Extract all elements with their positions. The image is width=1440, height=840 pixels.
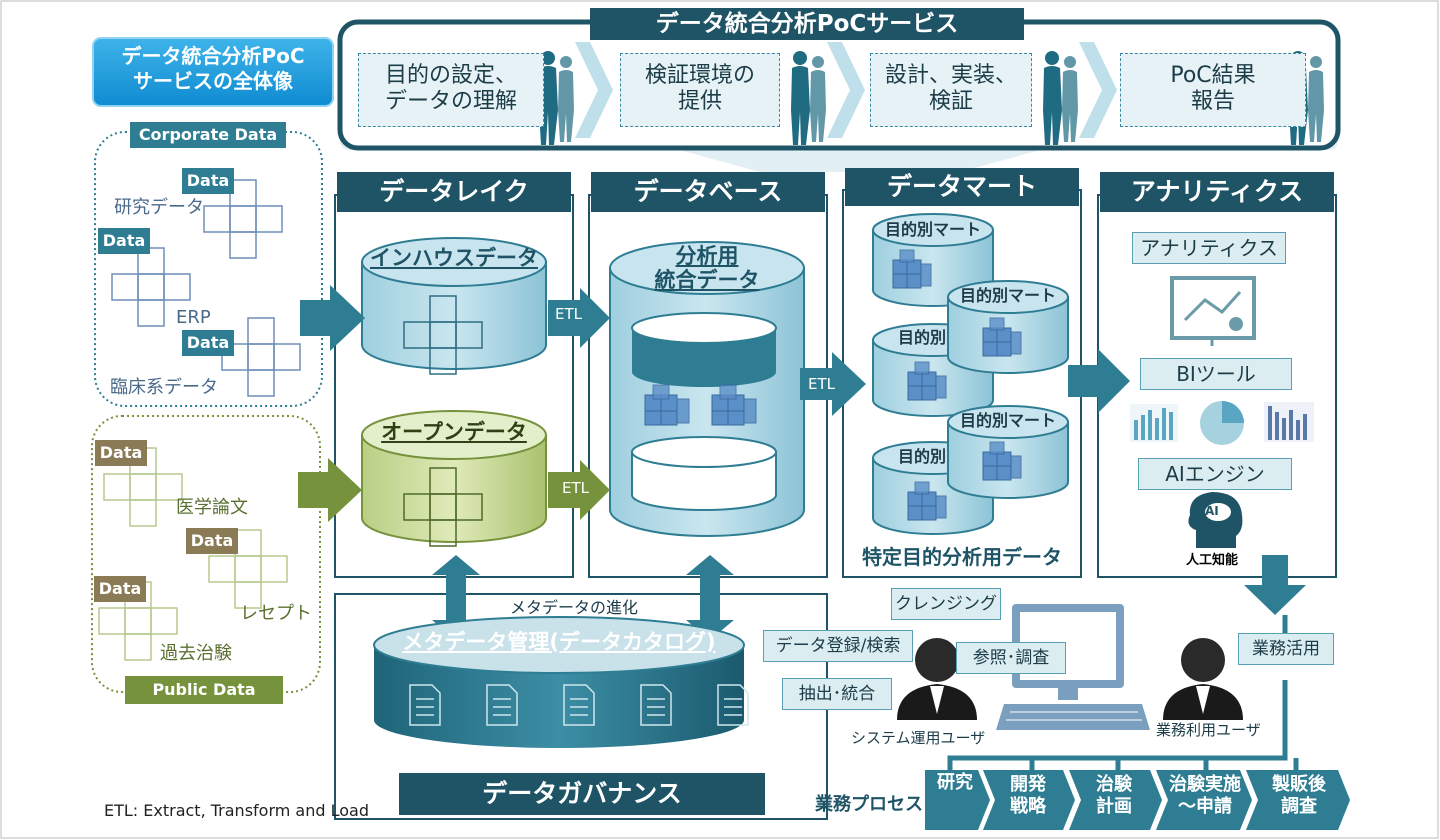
- bar-chart-icon-2: [1264, 402, 1314, 442]
- ai-engine-label: AIエンジン: [1138, 458, 1292, 490]
- ai-label: 人工知能: [1186, 553, 1239, 568]
- pie-chart-icon: [1200, 401, 1244, 445]
- cube-icons: [644, 249, 1022, 521]
- cleansing-label: クレンジング: [891, 588, 1001, 620]
- process-step-research: 研究: [937, 772, 973, 793]
- overview-badge-bg: [92, 37, 334, 107]
- etl-label: ETL: [808, 375, 835, 393]
- banner-step-1: 目的の設定、 データの理解: [358, 53, 544, 127]
- etl-label: ETL: [555, 305, 582, 323]
- metadata-cylinder: [373, 616, 745, 748]
- public-data-title: Public Data: [125, 676, 283, 704]
- data-tag: Data: [182, 168, 234, 194]
- open-data-label: オープンデータ: [381, 420, 527, 444]
- corporate-data-title: Corporate Data: [130, 122, 286, 148]
- banner-title: データ統合分析PoCサービス: [590, 8, 1024, 40]
- analytics-item: アナリティクス: [1132, 232, 1286, 264]
- business-user-icon: [1163, 638, 1243, 720]
- business-user-label: 業務利用ユーザ: [1156, 721, 1261, 739]
- data-tag: Data: [95, 440, 147, 466]
- data-tag: Data: [186, 528, 238, 554]
- mart-label-partial: 目的別: [898, 328, 947, 347]
- data-tag: Data: [94, 576, 146, 602]
- bi-tool-label: BIツール: [1140, 358, 1292, 390]
- db-title: データベース: [591, 172, 825, 212]
- corporate-item-erp: ERP: [176, 307, 211, 328]
- inhouse-cylinder: [361, 237, 547, 370]
- ai-head-icon: [1188, 492, 1243, 548]
- extract-integrate-label: 抽出･統合: [782, 678, 892, 710]
- public-container: [91, 415, 321, 693]
- mart-label: 目的別マート: [959, 286, 1056, 305]
- process-chevrons: [925, 770, 1350, 830]
- business-process-label: 業務プロセス: [815, 794, 923, 815]
- public-item-past-trials: 過去治験: [160, 643, 232, 664]
- analytics-title: アナリティクス: [1100, 172, 1334, 212]
- process-step-trial-plan: 治験 計画: [1096, 774, 1132, 817]
- etl-footnote: ETL: Extract, Transform and Load: [104, 801, 369, 820]
- metadata-title: メタデータ管理(データカタログ): [402, 630, 716, 654]
- document-icons: [409, 684, 749, 726]
- public-item-papers: 医学論文: [176, 497, 248, 518]
- ai-head-text: AI: [1205, 504, 1219, 518]
- etl-label: ETL: [562, 479, 589, 497]
- system-user-icon: [897, 638, 977, 720]
- mart-label-partial: 目的別: [898, 447, 947, 466]
- integrated-db-cylinder: [609, 241, 805, 537]
- process-step-development: 開発 戦略: [1010, 774, 1046, 817]
- process-step-trial-execution: 治験実施 ～申請: [1169, 774, 1241, 817]
- bar-chart-icon-1: [1130, 404, 1178, 442]
- data-block-icons: [111, 179, 483, 547]
- banner-chevrons: [575, 42, 1117, 138]
- mart-label: 目的別マート: [959, 411, 1056, 430]
- corporate-item-research: 研究データ: [114, 197, 204, 218]
- system-user-label: システム運用ユーザ: [851, 729, 986, 747]
- banner-step-4: PoC結果 報告: [1120, 53, 1306, 127]
- flow-arrows: [300, 285, 1306, 640]
- inhouse-data-label: インハウスデータ: [370, 246, 538, 270]
- data-register-search-label: データ登録/検索: [763, 630, 913, 662]
- metadata-evolution-label: メタデータの進化: [510, 598, 639, 617]
- public-item-receipts: レセプト: [240, 603, 312, 624]
- banner-step-2: 検証環境の 提供: [620, 53, 780, 127]
- reference-label: 参照･調査: [956, 642, 1066, 674]
- public-block-icons: [98, 447, 288, 661]
- data-tag: Data: [98, 228, 150, 254]
- corporate-container: [94, 131, 323, 407]
- corporate-item-clinical: 臨床系データ: [110, 377, 218, 398]
- governance-title: データガバナンス: [399, 773, 765, 815]
- open-cylinder: [361, 410, 547, 543]
- mart-cylinders: [872, 213, 1069, 535]
- analytics-board-icon: [1170, 276, 1256, 346]
- lake-title: データレイク: [337, 172, 571, 212]
- banner-step-3: 設計、実装、 検証: [870, 53, 1032, 127]
- mart-label: 目的別マート: [884, 220, 981, 239]
- mart-footer: 特定目的分析用データ: [862, 545, 1062, 569]
- overview-badge: データ統合分析PoC サービスの全体像: [121, 44, 305, 93]
- integrated-data-label: 分析用 統合データ: [654, 244, 760, 293]
- business-flow-lines: [947, 615, 1299, 772]
- mart-title: データマート: [845, 168, 1079, 206]
- business-use-label: 業務活用: [1238, 633, 1334, 665]
- process-step-post-marketing: 製販後 調査: [1272, 774, 1326, 817]
- open-data-arrows: [298, 458, 610, 522]
- data-tag: Data: [182, 330, 234, 356]
